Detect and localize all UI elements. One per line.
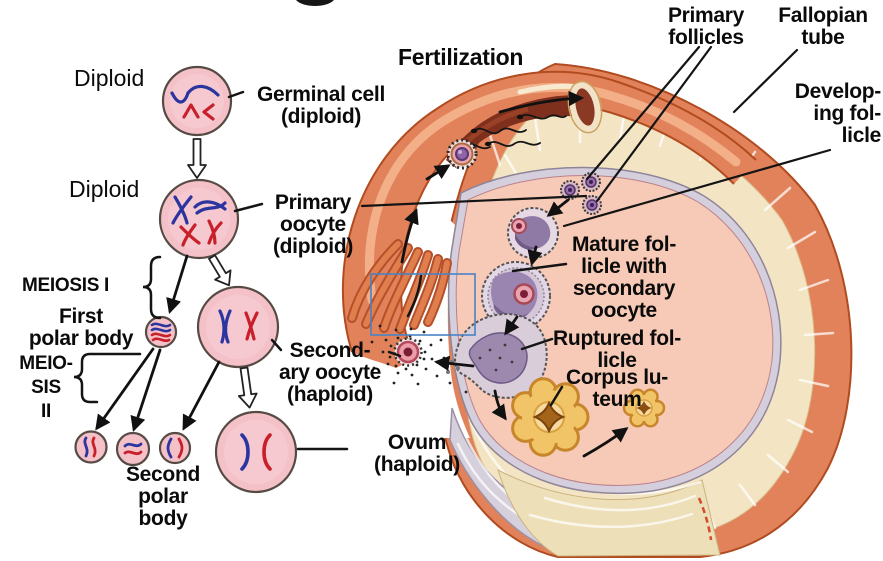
meiosis-i-brace xyxy=(142,255,162,320)
label-first-polar-body: First polar body xyxy=(28,305,134,351)
arrow-primary-to-developing xyxy=(546,198,570,217)
arrow-primary-to-first-polar xyxy=(166,254,189,314)
label-diploid-top: Diploid xyxy=(74,65,145,91)
arrow-fpb-to-daughter2 xyxy=(130,348,162,432)
label-meiosis-ii: MEIO- SIS II xyxy=(19,353,73,422)
division-arrow-secondary-to-ovum xyxy=(237,366,258,409)
highlight-box xyxy=(370,273,476,336)
label-meiosis-i: MEIOSIS I xyxy=(22,275,110,296)
arrow-ovulation xyxy=(433,355,475,372)
leader-secondary-oocyte-right xyxy=(387,350,402,358)
arrow-ruptured-to-corpus xyxy=(491,389,507,421)
leader-fallopian-tube xyxy=(732,48,799,114)
ovulation-guide-line xyxy=(406,274,423,318)
leader-primary-oocyte xyxy=(233,202,264,213)
label-fertilization: Fertilization xyxy=(398,44,524,70)
label-developing-follicle: Develop- ing fol- licle xyxy=(794,80,882,148)
oogenesis-diagram xyxy=(73,0,588,494)
first-polar-body-cell xyxy=(144,315,178,349)
arrow-mature-to-ruptured xyxy=(504,315,520,336)
division-arrow-germinal-to-primary xyxy=(187,138,207,179)
polar-body-daughter-2 xyxy=(115,431,151,467)
arrow-fpb-to-daughter1 xyxy=(95,347,155,431)
label-primary-oocyte: Primary oocyte (diploid) xyxy=(272,191,354,259)
fimbriae xyxy=(347,239,452,334)
leader-ruptured-follicle xyxy=(520,337,554,351)
label-primary-follicles: Primary follicles xyxy=(667,4,745,50)
ruptured-follicle xyxy=(446,313,548,399)
dashed-boundary xyxy=(697,497,713,541)
corpus-luteum-small xyxy=(622,388,666,428)
primary-oocyte-cell xyxy=(158,178,240,260)
meiosis-arrows xyxy=(95,254,221,432)
label-mature-follicle: Mature fol- licle with secondary oocyte xyxy=(571,233,677,323)
leader-germinal-cell xyxy=(227,90,245,99)
ovulated-oocyte xyxy=(370,324,468,394)
label-secondary-oocyte: Second- ary oocyte (haploid) xyxy=(278,339,382,407)
label-ruptured-follicle: Ruptured fol- licle xyxy=(553,327,681,373)
label-fallopian-tube: Fallopian tube xyxy=(778,4,868,50)
developing-follicle xyxy=(507,207,559,259)
secondary-oocyte-cell xyxy=(196,285,280,369)
polar-body-daughter-1 xyxy=(74,430,108,464)
ovum-cell xyxy=(214,410,298,494)
leader-primary-follicles-1 xyxy=(585,45,701,181)
mature-follicle xyxy=(481,261,551,331)
ovary-illustration xyxy=(328,45,853,558)
corpus-luteum xyxy=(511,377,590,457)
arrow-corpus-to-degenerating xyxy=(582,427,629,458)
germinal-cell xyxy=(161,65,233,137)
leader-primary-follicles-2 xyxy=(595,45,713,203)
leader-secondary-oocyte xyxy=(270,338,283,352)
label-germinal-cell: Germinal cell (diploid) xyxy=(257,83,385,129)
arrow-secondary-to-second-polar xyxy=(182,360,221,431)
cycle-arrows xyxy=(400,90,629,458)
leader-mature-follicle xyxy=(511,262,568,273)
fertilization-egg xyxy=(446,138,478,170)
label-ovum: Ovum (haploid) xyxy=(374,431,460,477)
arrow-zygote-out xyxy=(498,90,585,114)
label-corpus-luteum: Corpus lu- teum xyxy=(566,366,668,412)
leader-developing-follicle xyxy=(562,148,832,228)
leader-lines xyxy=(387,45,832,407)
label-second-polar-body: Second polar body xyxy=(125,463,201,531)
leader-primary-oocyte-to-follicle xyxy=(360,194,588,208)
second-polar-body-cell xyxy=(158,431,192,465)
leader-corpus-luteum xyxy=(549,385,564,407)
primary-follicle xyxy=(560,180,580,200)
meiosis-ii-brace xyxy=(73,352,142,404)
division-arrow-primary-to-secondary xyxy=(208,254,232,287)
primary-follicle xyxy=(581,172,601,192)
left-leader-lines xyxy=(227,90,588,451)
cropped-title-remnant xyxy=(296,0,334,6)
label-diploid-bottom: Diploid xyxy=(69,176,140,202)
mesovarium-band xyxy=(497,469,721,557)
arrow-developing-to-mature xyxy=(527,245,543,266)
arrow-egg-up-fimbriae xyxy=(400,208,419,264)
arrow-egg-into-tube xyxy=(425,164,451,181)
